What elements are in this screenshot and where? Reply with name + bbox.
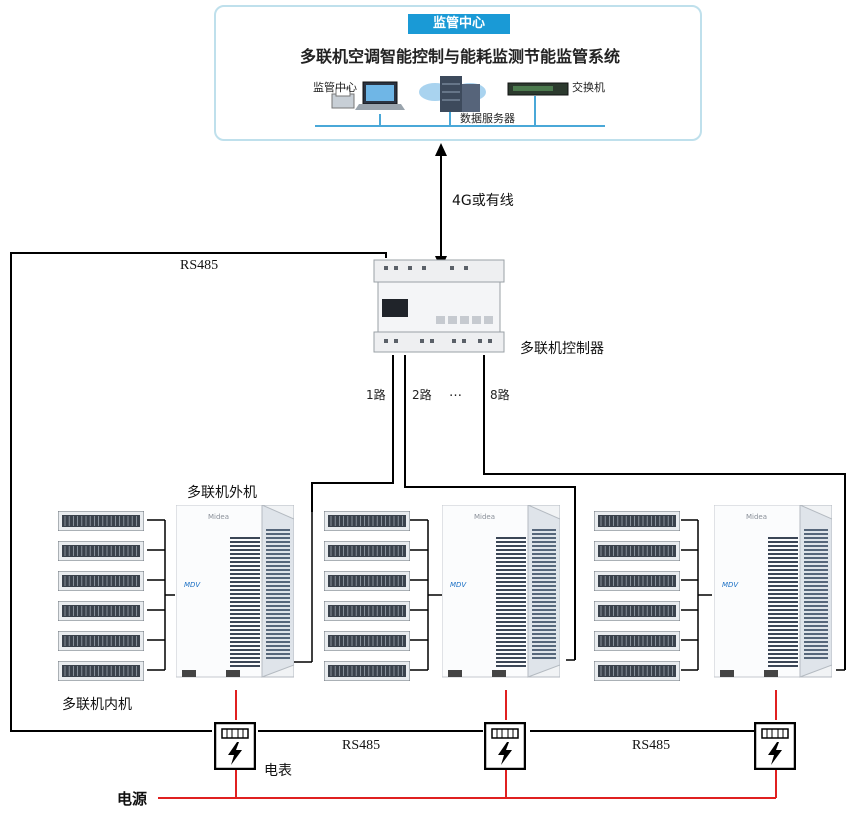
monitoring-center-header: 监管中心 — [408, 14, 510, 34]
svg-text:Midea: Midea — [474, 513, 495, 521]
indoor-unit-g3-r2 — [594, 541, 680, 561]
switch-label: 交换机 — [572, 81, 605, 94]
indoor-unit-g3-r6 — [594, 661, 680, 681]
indoor-unit-g1-r4 — [58, 601, 144, 621]
monitoring-network-graphic — [315, 76, 605, 127]
indoor-unit-g1-r6 — [58, 661, 144, 681]
indoor-unit-g3-r1 — [594, 511, 680, 531]
power-label: 电源 — [117, 790, 148, 808]
monitoring-center-item-label: 监管中心 — [313, 81, 357, 94]
indoor-unit-g2-r4 — [324, 601, 410, 621]
channel-label-ellipsis: … — [449, 385, 462, 400]
indoor-unit-g1-r2 — [58, 541, 144, 561]
indoor-unit-g2-r2 — [324, 541, 410, 561]
indoor-unit-g3-r4 — [594, 601, 680, 621]
server-icon — [419, 76, 486, 112]
electric-meter-1 — [214, 722, 256, 770]
outdoor-unit-label: 多联机外机 — [187, 485, 257, 501]
rs485-label-mid-right: RS485 — [632, 738, 671, 753]
channel-8-wire — [483, 355, 846, 670]
printer-icon — [331, 87, 355, 109]
rs485-loop-wire — [10, 252, 387, 732]
indoor-unit-g2-r6 — [324, 661, 410, 681]
channel-2-wire — [404, 355, 576, 660]
controller-device-icon — [373, 259, 505, 353]
indoor-unit-g3-r3 — [594, 571, 680, 591]
electric-meter-3 — [754, 722, 796, 770]
svg-text:Midea: Midea — [746, 513, 767, 521]
outdoor-unit-2: Midea MDV — [442, 505, 560, 678]
switch-icon — [507, 82, 569, 96]
system-title: 多联机空调智能控制与能耗监测节能监管系统 — [299, 47, 620, 66]
rs485-label-top: RS485 — [180, 258, 219, 273]
rs485-label-mid-left: RS485 — [342, 738, 381, 753]
link-arrow — [435, 143, 447, 269]
channel-1-wire — [311, 355, 394, 512]
indoor-unit-label: 多联机内机 — [62, 697, 132, 713]
channel-label-1: 1路 — [366, 388, 386, 402]
indoor-unit-g2-r1 — [324, 511, 410, 531]
power-wires — [158, 690, 777, 799]
workstation-icon — [355, 81, 405, 110]
indoor-unit-g1-r1 — [58, 511, 144, 531]
controller-label: 多联机控制器 — [520, 341, 604, 357]
link-label: 4G或有线 — [452, 193, 514, 209]
svg-text:Midea: Midea — [208, 513, 229, 521]
indoor-unit-g1-r3 — [58, 571, 144, 591]
channel-label-2: 2路 — [412, 388, 432, 402]
indoor-unit-g2-r3 — [324, 571, 410, 591]
indoor-unit-g2-r5 — [324, 631, 410, 651]
outdoor-unit-3: Midea MDV — [714, 505, 832, 678]
meter-label: 电表 — [264, 763, 292, 779]
svg-text:MDV: MDV — [722, 581, 739, 589]
svg-text:MDV: MDV — [184, 581, 201, 589]
indoor-unit-g3-r5 — [594, 631, 680, 651]
electric-meter-2 — [484, 722, 526, 770]
data-server-label: 数据服务器 — [460, 112, 515, 125]
channel-label-8: 8路 — [490, 388, 510, 402]
svg-text:MDV: MDV — [450, 581, 467, 589]
outdoor-unit-1: Midea MDV — [176, 505, 294, 678]
indoor-unit-g1-r5 — [58, 631, 144, 651]
